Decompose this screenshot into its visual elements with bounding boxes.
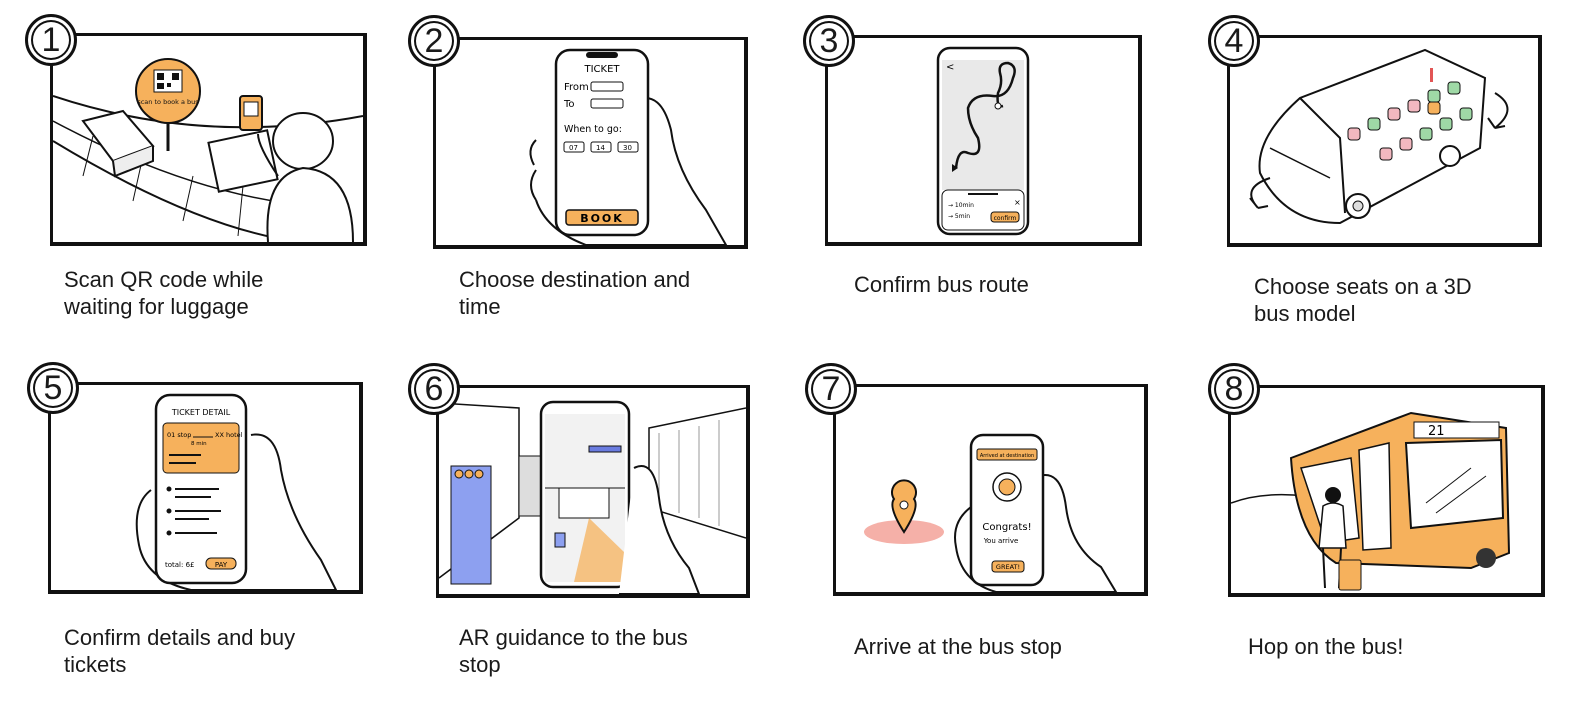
- pay-button[interactable]: [205, 557, 237, 570]
- confirm-button[interactable]: [990, 211, 1020, 223]
- ar-path: [574, 518, 625, 582]
- bus-number: 21: [1428, 424, 1445, 439]
- great-button[interactable]: [991, 560, 1025, 573]
- seats[interactable]: [1347, 81, 1473, 161]
- step-number-5: 5: [27, 362, 79, 414]
- panel-2-illustration: TICKET From To When to go: 07 14 30 BOOK: [433, 37, 748, 249]
- caption-3: Confirm bus route: [854, 272, 1029, 297]
- caption-1: Scan QR code while waiting for luggage: [64, 267, 264, 319]
- svg-text:confirm: confirm: [994, 215, 1017, 222]
- bus-3d-seats-illustration: [1249, 48, 1509, 225]
- route-bus: → 5min: [948, 213, 970, 220]
- rotate-arrow-left: [1249, 177, 1271, 209]
- panel-3-illustration: < → 10min → 5min × confirm: [825, 35, 1142, 246]
- person: [257, 112, 354, 242]
- svg-text:<: <: [946, 62, 954, 73]
- date-minute: 30: [623, 144, 632, 152]
- arrive-text: You arrive: [983, 537, 1019, 545]
- phone: [969, 433, 1045, 587]
- congrats-text: Congrats!: [982, 522, 1031, 533]
- when-label: When to go:: [564, 124, 622, 135]
- svg-text:×: ×: [1014, 198, 1021, 207]
- windshield: [1404, 438, 1505, 530]
- from-label: From: [564, 82, 589, 93]
- step-number-7: 7: [805, 363, 857, 415]
- book-button[interactable]: [565, 209, 639, 226]
- svg-text:BOOK: BOOK: [580, 212, 624, 225]
- ticket-card: [162, 422, 240, 474]
- bus-body: [1258, 48, 1487, 225]
- origin-stop: 01 stop: [167, 431, 191, 439]
- caption-2: Choose destination and time: [459, 267, 691, 319]
- step-number-3: 3: [803, 15, 855, 67]
- date-day: 07: [569, 144, 578, 152]
- date-hour: 14: [596, 144, 605, 152]
- luggage-left: [81, 109, 155, 178]
- ticket-detail-illustration: TICKET DETAIL 01 stop 8 min XX hotel tot…: [135, 393, 338, 590]
- to-label: To: [563, 99, 575, 110]
- confirm-route-illustration: < → 10min → 5min × confirm: [936, 46, 1030, 236]
- ticket-detail-title: TICKET DETAIL: [171, 408, 231, 417]
- rotate-arrow-right: [1487, 92, 1509, 129]
- sign-text: scan to book a bus: [137, 98, 199, 106]
- arrival-banner: [976, 448, 1038, 461]
- svg-text:Arrived at destination: Arrived at destination: [980, 453, 1034, 459]
- trip-duration: 8 min: [191, 441, 207, 447]
- panel-5-illustration: TICKET DETAIL 01 stop 8 min XX hotel tot…: [48, 382, 363, 594]
- panel-1-illustration: scan to book a bus: [50, 33, 367, 246]
- scan-qr-illustration: scan to book a bus: [53, 58, 363, 242]
- blue-sign: [450, 465, 492, 585]
- route-line: [954, 61, 1016, 169]
- ticket-title: TICKET: [583, 64, 620, 75]
- total-price: total: 6£: [165, 561, 195, 569]
- hop-on-bus-illustration: 21: [1231, 411, 1511, 591]
- step-number-4: 4: [1208, 15, 1260, 67]
- step-number-6: 6: [408, 363, 460, 415]
- bus-door: [1358, 442, 1392, 551]
- panel-7-illustration: Arrived at destination Congrats! You arr…: [833, 384, 1148, 596]
- panel-6-illustration: [436, 385, 750, 598]
- ar-guidance-illustration: [439, 400, 746, 594]
- route-walk: → 10min: [948, 202, 974, 209]
- choose-destination-illustration: TICKET From To When to go: 07 14 30 BOOK: [529, 48, 728, 245]
- destination-hotel: XX hotel: [215, 431, 243, 439]
- caption-8: Hop on the bus!: [1248, 634, 1404, 659]
- luggage-right: [207, 129, 279, 193]
- suitcase: [1338, 559, 1362, 591]
- step-number-1: 1: [25, 14, 77, 66]
- svg-text:GREAT!: GREAT!: [996, 563, 1020, 571]
- caption-6: AR guidance to the bus stop: [459, 625, 688, 677]
- caption-7: Arrive at the bus stop: [854, 634, 1062, 659]
- step-number-2: 2: [408, 15, 460, 67]
- arrive-stop-illustration: Arrived at destination Congrats! You arr…: [864, 433, 1118, 592]
- caption-5: Confirm details and buy tickets: [64, 625, 296, 677]
- step-number-8: 8: [1208, 363, 1260, 415]
- panel-4-illustration: [1227, 35, 1542, 247]
- svg-text:PAY: PAY: [215, 561, 228, 569]
- panel-8-illustration: 21: [1228, 385, 1545, 597]
- caption-4: Choose seats on a 3D bus model: [1254, 274, 1472, 326]
